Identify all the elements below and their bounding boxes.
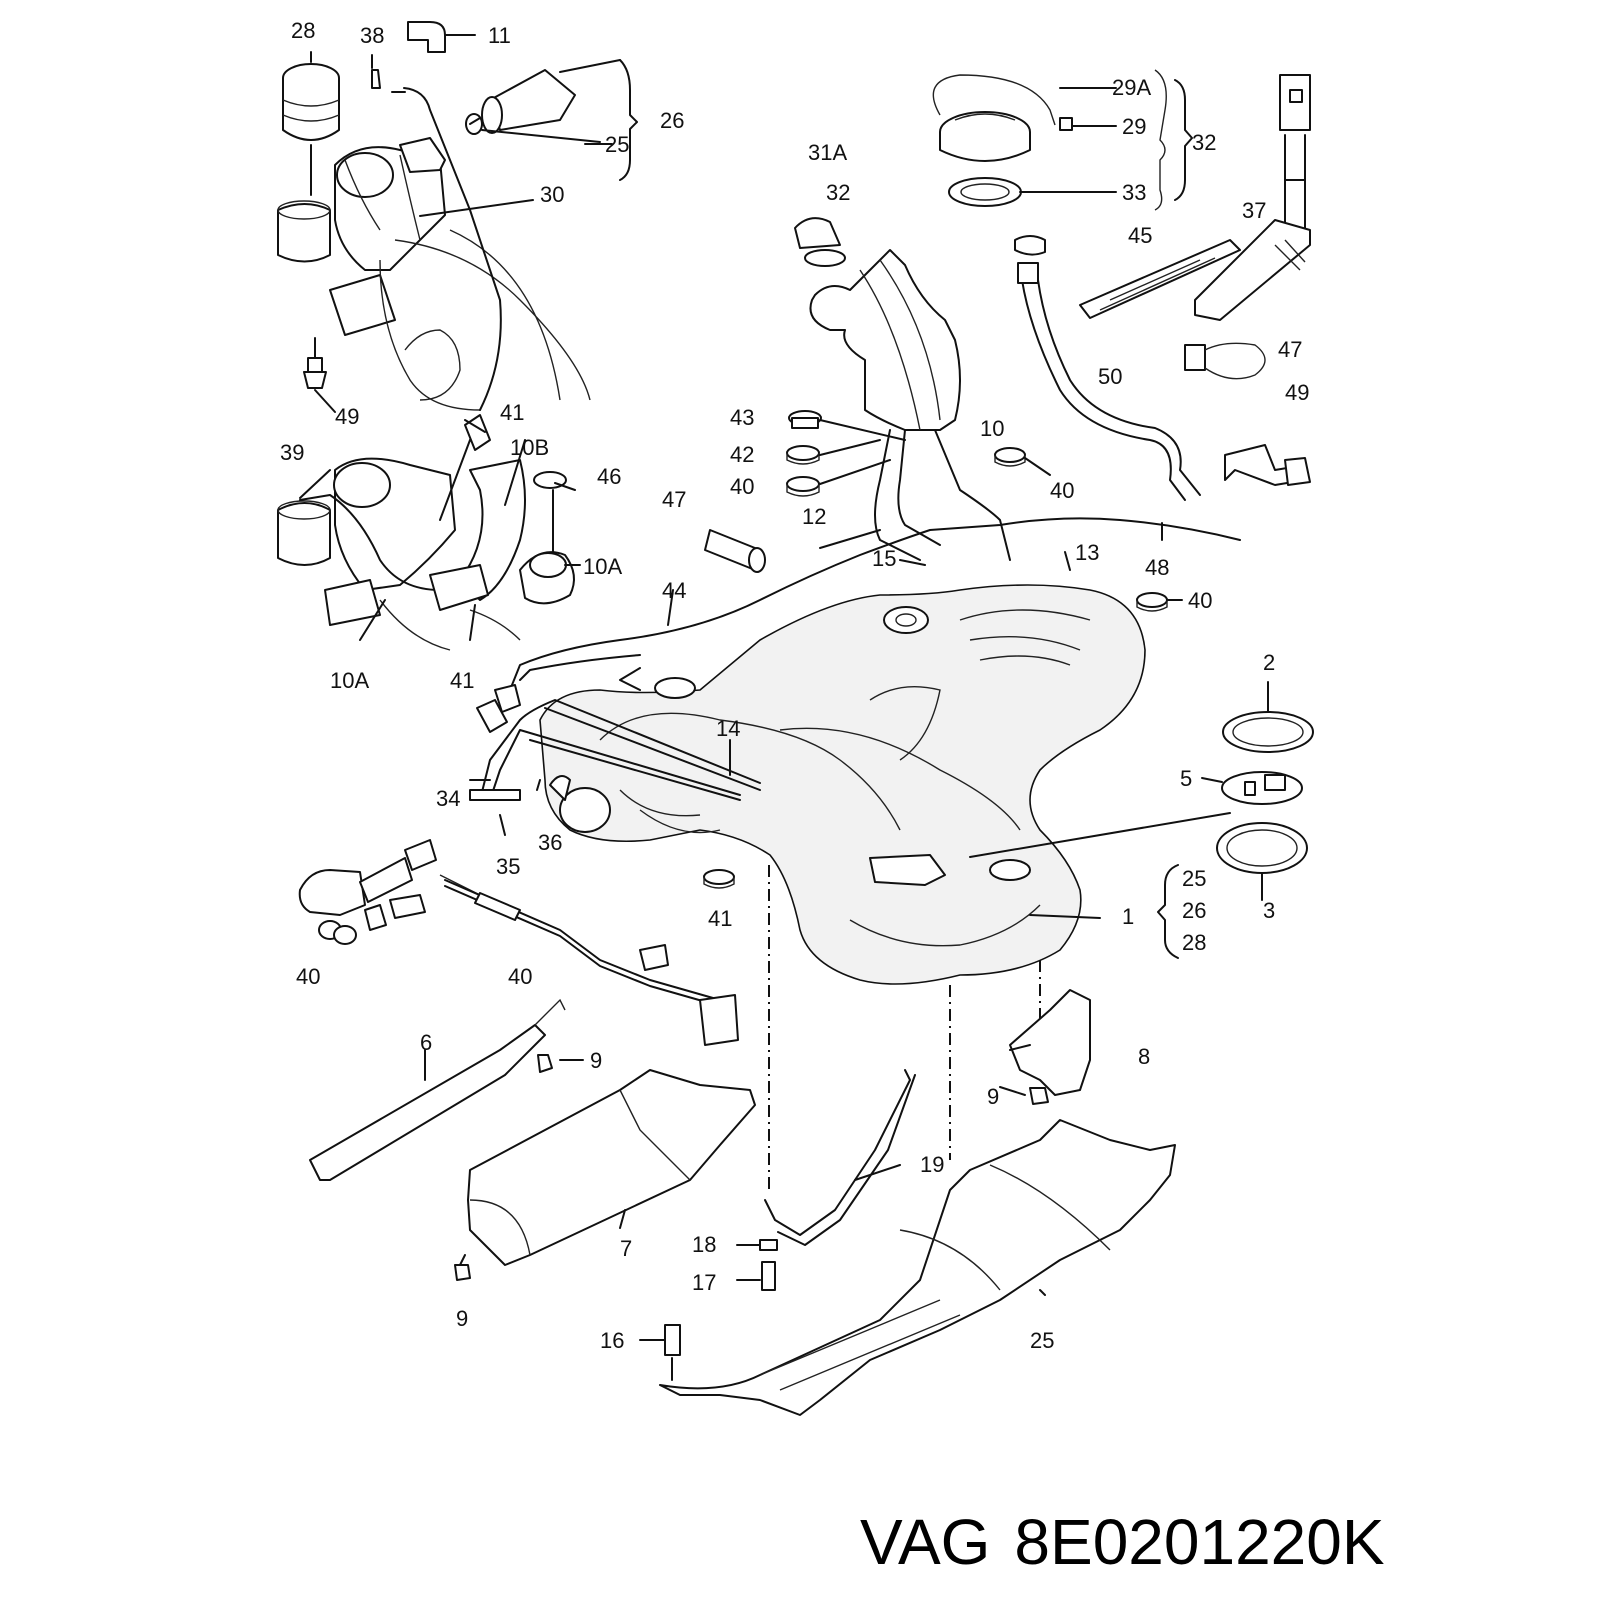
lower-brackets [309, 989, 1176, 1416]
callout-label: 15 [872, 546, 896, 571]
callout-label: 40 [296, 964, 320, 989]
callout-label: 49 [335, 404, 359, 429]
callout-label: 9 [987, 1084, 999, 1109]
callout-label: 41 [500, 400, 524, 425]
callout-leaders [299, 51, 1193, 1341]
fuel-tank [469, 584, 1231, 985]
callout-label: 40 [508, 964, 532, 989]
fuel-cap-assembly [932, 69, 1167, 211]
callout-label: 40 [730, 474, 754, 499]
callout-label: 38 [360, 23, 384, 48]
callout-label: 36 [538, 830, 562, 855]
callout-label: 11 [488, 23, 511, 48]
clamps-and-filter [703, 410, 1168, 889]
callout-label: 6 [420, 1030, 432, 1055]
callout-label: 42 [730, 442, 754, 467]
callout-label: 28 [1182, 930, 1206, 955]
callout-labels: 28 38 11 26 25 30 49 41 39 10B 46 10A 10… [280, 18, 1309, 1353]
callout-label: 7 [620, 1236, 632, 1261]
part-caption: VAG 8E0201220K [860, 1505, 1580, 1579]
callout-label: 25 [605, 132, 629, 157]
callout-label: 34 [436, 786, 460, 811]
callout-label: 41 [708, 906, 732, 931]
brand-label: VAG [860, 1506, 991, 1578]
callout-label: 5 [1180, 766, 1192, 791]
callout-label: 33 [1122, 180, 1146, 205]
callout-label: 25 [1030, 1328, 1054, 1353]
callout-label: 47 [1278, 337, 1302, 362]
callout-label: 3 [1263, 898, 1275, 923]
filler-pipe-centre [794, 217, 1011, 561]
callout-label: 10 [980, 416, 1004, 441]
callout-label: 26 [1182, 898, 1206, 923]
callout-label: 44 [662, 578, 686, 603]
bolt-49-left [303, 337, 336, 413]
callout-label: 18 [692, 1232, 716, 1257]
callout-label: 40 [1050, 478, 1074, 503]
callout-label: 29 [1122, 114, 1146, 139]
part-number-label: 8E0201220K [1014, 1506, 1385, 1578]
callout-label: 2 [1263, 650, 1275, 675]
callout-label: 26 [660, 108, 684, 133]
callout-label: 41 [450, 668, 474, 693]
callout-label: 14 [716, 716, 740, 741]
callout-label: 9 [456, 1306, 468, 1331]
callout-label: 32 [826, 180, 850, 205]
callout-label: 43 [730, 405, 754, 430]
callout-label: 28 [291, 18, 315, 43]
callout-label: 49 [1285, 380, 1309, 405]
callout-label: 32 [1192, 130, 1216, 155]
callout-label: 13 [1075, 540, 1099, 565]
assembly-leader-lines [768, 865, 1041, 1190]
callout-label: 31A [808, 140, 847, 165]
callout-label: 25 [1182, 866, 1206, 891]
callout-label: 50 [1098, 364, 1122, 389]
callout-label: 39 [280, 440, 304, 465]
callout-label: 37 [1242, 198, 1266, 223]
fitting-37-and-harness-36 [298, 839, 739, 1046]
callout-label: 45 [1128, 223, 1152, 248]
callout-label: 19 [920, 1152, 944, 1177]
filler-neck-upper-assembly [277, 21, 621, 411]
callout-label: 29A [1112, 75, 1151, 100]
vent-hose-49 [1014, 235, 1201, 501]
callout-label: 17 [692, 1270, 716, 1295]
callout-label: 30 [540, 182, 564, 207]
callout-label: 10A [330, 668, 369, 693]
pump-flange-parts [1201, 681, 1314, 901]
callout-label: 12 [802, 504, 826, 529]
callout-label: 10A [583, 554, 622, 579]
callout-label: 47 [662, 487, 686, 512]
filler-neck-lower-assembly [277, 414, 575, 651]
callout-label: 40 [1188, 588, 1212, 613]
callout-label: 48 [1145, 555, 1169, 580]
callout-label: 1 [1122, 904, 1134, 929]
right-small-parts [1079, 74, 1311, 486]
callout-label: 9 [590, 1048, 602, 1073]
callout-label: 16 [600, 1328, 624, 1353]
callout-label: 46 [597, 464, 621, 489]
callout-label: 10B [510, 435, 549, 460]
callout-label: 35 [496, 854, 520, 879]
callout-label: 8 [1138, 1044, 1150, 1069]
